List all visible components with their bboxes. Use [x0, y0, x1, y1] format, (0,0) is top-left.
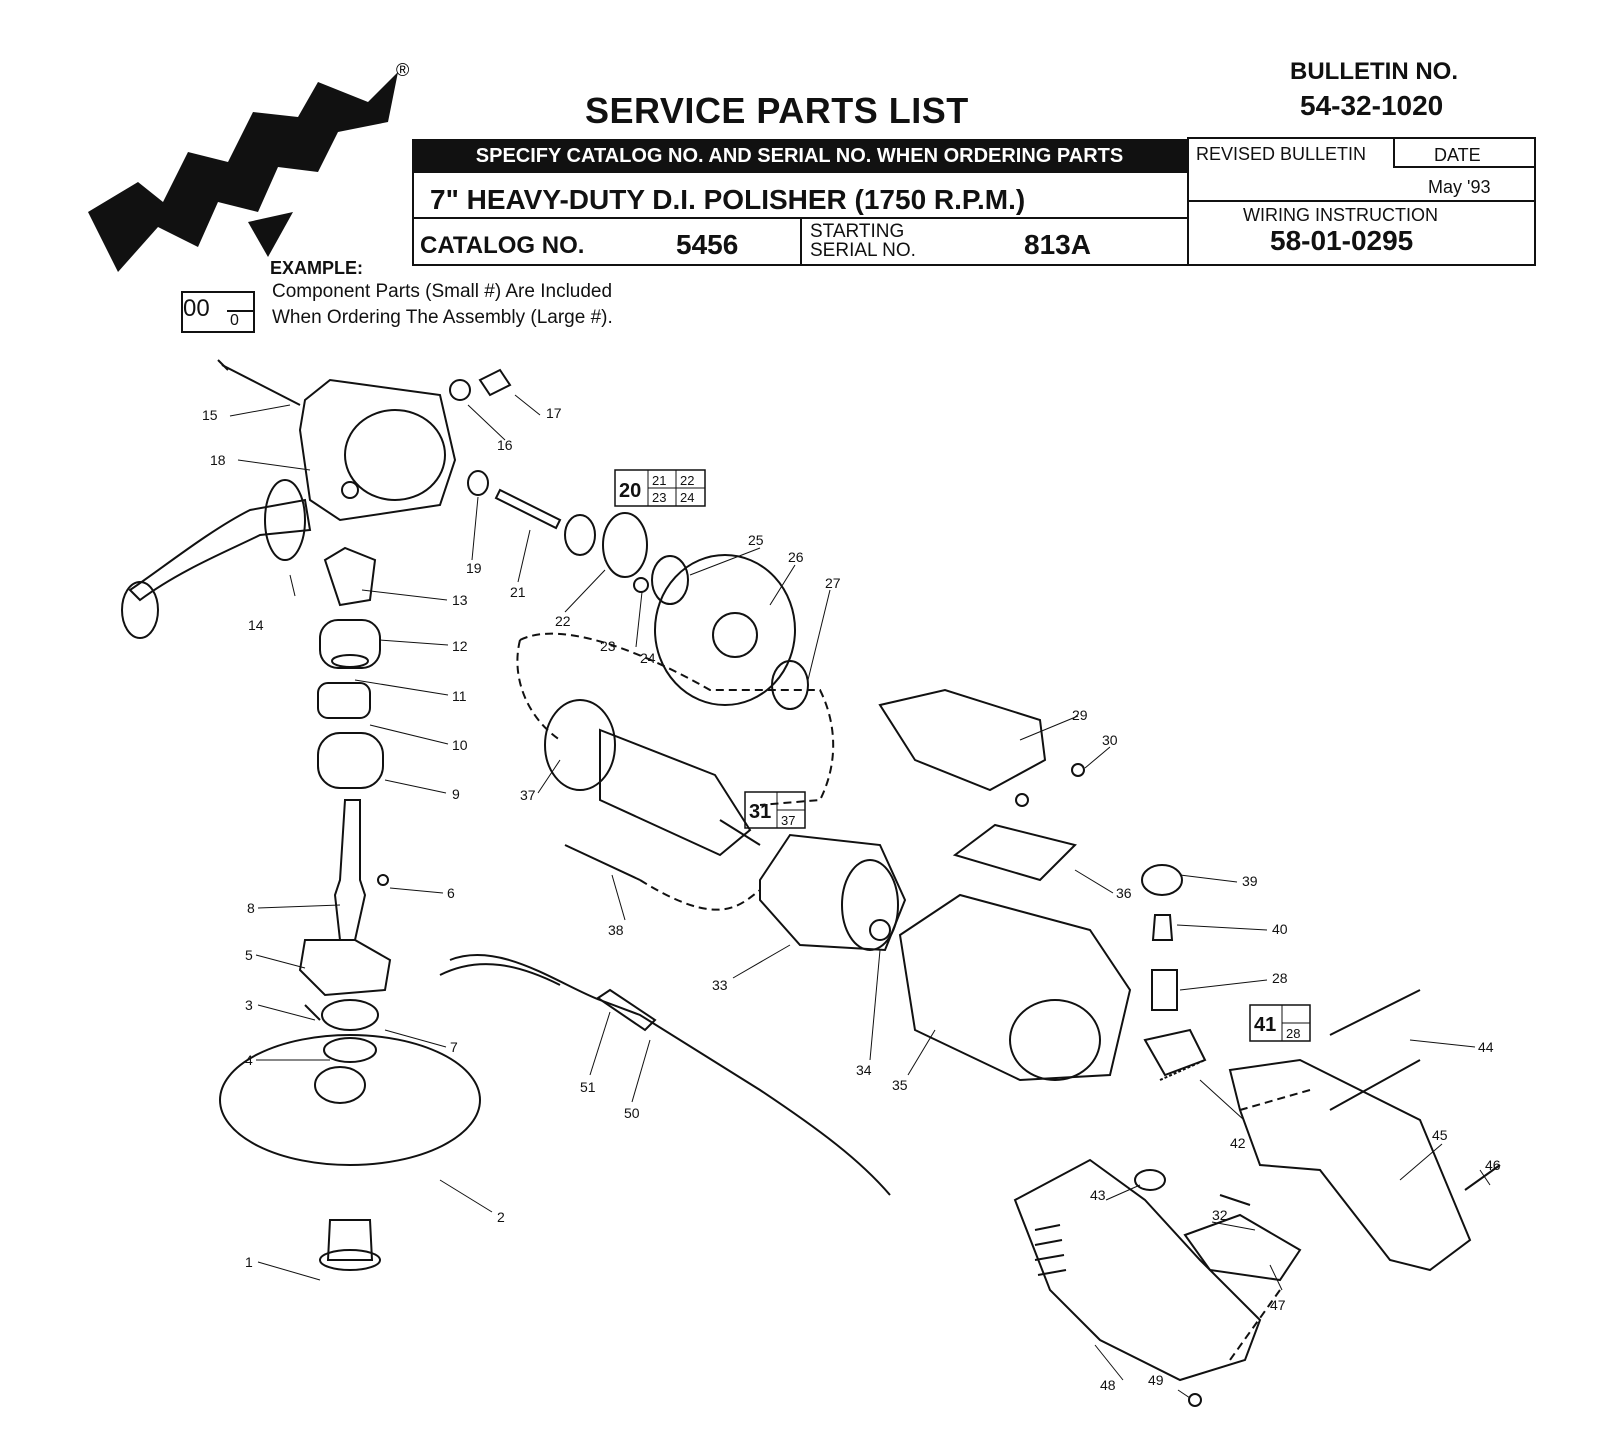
callout-49: 49	[1148, 1372, 1164, 1388]
rev-table-divider	[1187, 200, 1536, 202]
assembly-20-small-24: 24	[680, 490, 694, 505]
callout-29: 29	[1072, 707, 1088, 723]
date-divider-vertical	[1393, 137, 1395, 167]
serial-number: 813A	[1024, 229, 1091, 260]
callout-44: 44	[1478, 1039, 1494, 1055]
callout-21: 21	[510, 584, 526, 600]
date-value: May '93	[1428, 177, 1491, 197]
assembly-20-small-23: 23	[652, 490, 666, 505]
callout-43: 43	[1090, 1187, 1106, 1203]
example-note-line2: When Ordering The Assembly (Large #).	[272, 307, 613, 328]
assembly-20-small-22: 22	[680, 473, 694, 488]
date-divider-horizontal	[1393, 166, 1536, 168]
callout-6: 6	[447, 885, 455, 901]
callout-46: 46	[1485, 1157, 1501, 1173]
callout-7: 7	[450, 1039, 458, 1055]
callout-16: 16	[497, 437, 513, 453]
assembly-31-small-37: 37	[781, 813, 795, 828]
table-divider	[412, 217, 1187, 219]
registered-mark: ®	[396, 62, 409, 80]
wiring-instruction-label: WIRING INSTRUCTION	[1243, 205, 1438, 225]
callout-38: 38	[608, 922, 624, 938]
callout-51: 51	[580, 1079, 596, 1095]
milwaukee-logo: ®	[88, 62, 409, 272]
specify-note-bar: SPECIFY CATALOG NO. AND SERIAL NO. WHEN …	[412, 139, 1187, 173]
callout-26: 26	[788, 549, 804, 565]
callout-42: 42	[1230, 1135, 1246, 1151]
table-col-divider	[800, 217, 802, 265]
callout-18: 18	[210, 452, 226, 468]
bulletin-label: BULLETIN NO.	[1290, 58, 1458, 85]
assembly-20-small-21: 21	[652, 473, 666, 488]
assembly-20-big: 20	[619, 480, 641, 502]
callout-1: 1	[245, 1254, 253, 1270]
callout-27: 27	[825, 575, 841, 591]
callout-19: 19	[466, 560, 482, 576]
callout-13: 13	[452, 592, 468, 608]
example-note-line1: Component Parts (Small #) Are Included	[272, 281, 613, 302]
callout-28: 28	[1272, 970, 1288, 986]
date-label: DATE	[1434, 145, 1481, 165]
assembly-31-big: 31	[749, 801, 771, 823]
callout-10: 10	[452, 737, 468, 753]
callout-30: 30	[1102, 732, 1118, 748]
bulletin-number: 54-32-1020	[1300, 90, 1444, 121]
callout-50: 50	[624, 1105, 640, 1121]
page-title: SERVICE PARTS LIST	[585, 90, 969, 131]
callout-25: 25	[748, 532, 764, 548]
callout-40: 40	[1272, 921, 1288, 937]
callout-22: 22	[555, 613, 571, 629]
example-box	[181, 291, 255, 333]
product-name: 7" HEAVY-DUTY D.I. POLISHER (1750 R.P.M.…	[430, 184, 1026, 215]
callout-47: 47	[1270, 1297, 1286, 1313]
callout-11: 11	[452, 688, 467, 704]
revised-bulletin-label: REVISED BULLETIN	[1196, 144, 1367, 164]
starting-label-line1: STARTING	[810, 221, 905, 242]
callout-12: 12	[452, 638, 468, 654]
callout-14: 14	[248, 617, 264, 633]
assembly-41-small-28: 28	[1286, 1026, 1300, 1041]
catalog-number: 5456	[676, 229, 739, 260]
callout-35: 35	[892, 1077, 908, 1093]
callout-24: 24	[640, 650, 656, 666]
callout-8: 8	[247, 900, 255, 916]
callout-37: 37	[520, 787, 536, 803]
callout-2: 2	[497, 1209, 505, 1225]
callout-36: 36	[1116, 885, 1132, 901]
callout-33: 33	[712, 977, 728, 993]
table-border-left	[412, 173, 414, 266]
callout-39: 39	[1242, 873, 1258, 889]
rev-table-top	[1187, 137, 1536, 139]
example-big-number: 00	[183, 295, 210, 322]
callout-45: 45	[1432, 1127, 1448, 1143]
assembly-41-big: 41	[1254, 1014, 1276, 1036]
callout-32: 32	[1212, 1207, 1228, 1223]
callout-48: 48	[1100, 1377, 1116, 1393]
callout-23: 23	[600, 638, 616, 654]
callout-4: 4	[245, 1052, 253, 1068]
starting-label-line2: SERIAL NO.	[810, 240, 916, 261]
callout-34: 34	[856, 1062, 872, 1078]
wiring-instruction-number: 58-01-0295	[1270, 225, 1414, 256]
example-small-number: 0	[230, 312, 239, 329]
callout-5: 5	[245, 947, 253, 963]
starting-serial-label: STARTING SERIAL NO.	[810, 222, 916, 260]
callout-9: 9	[452, 786, 460, 802]
example-label: EXAMPLE:	[270, 258, 364, 278]
rev-table-bottom	[1187, 264, 1536, 266]
callout-3: 3	[245, 997, 253, 1013]
callout-17: 17	[546, 405, 562, 421]
table-border-bottom	[412, 264, 1187, 266]
catalog-label: CATALOG NO.	[420, 232, 585, 259]
example-box-rule	[227, 310, 253, 312]
callout-15: 15	[202, 407, 218, 423]
